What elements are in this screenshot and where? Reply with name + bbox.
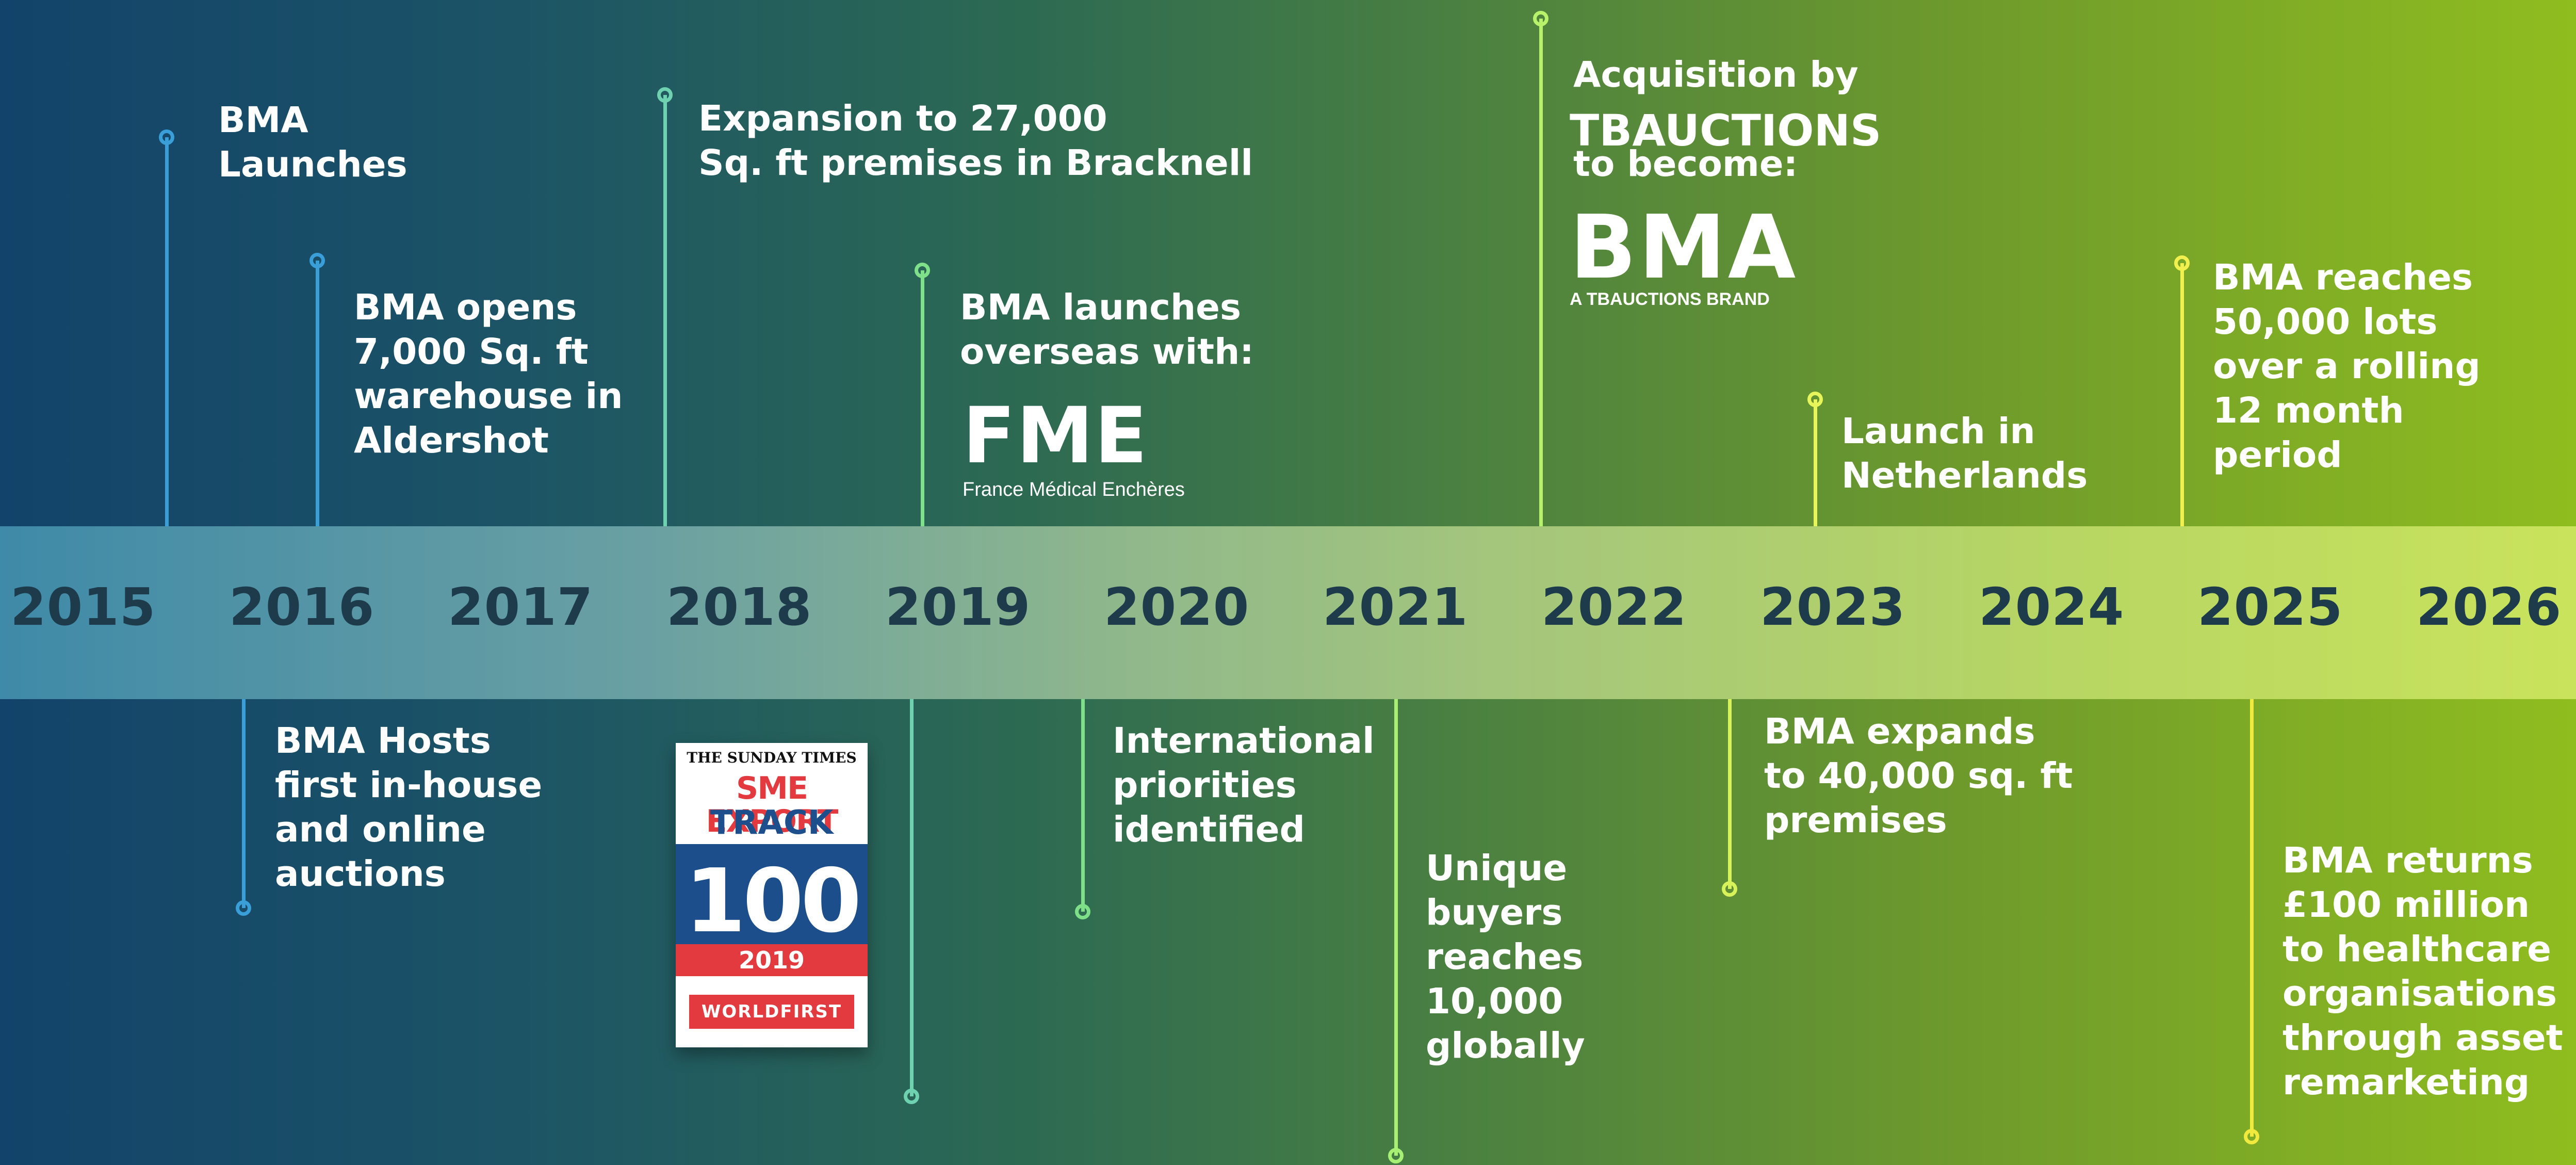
fme-logo: FME France Médical Enchères bbox=[963, 397, 1185, 501]
event-aldershot-marker bbox=[309, 253, 325, 268]
event-aldershot-label: BMA opens 7,000 Sq. ft warehouse in Alde… bbox=[354, 287, 623, 461]
year-2022: 2022 bbox=[1541, 577, 1687, 637]
event-buyers-marker bbox=[1388, 1148, 1404, 1163]
event-bracknell-marker bbox=[657, 87, 673, 103]
year-band bbox=[0, 526, 2576, 699]
event-hosts-label: BMA Hosts first in-house and online auct… bbox=[275, 720, 543, 895]
event-returns-stem bbox=[2250, 699, 2254, 1137]
award-number: 100 bbox=[684, 850, 862, 952]
event-buyers-label: Unique buyers reaches 10,000 globally bbox=[1426, 848, 1585, 1066]
event-aldershot-stem bbox=[316, 261, 319, 526]
event-launch-marker bbox=[159, 130, 174, 145]
event-acquisition-marker bbox=[1533, 11, 1548, 26]
sme-export-track-award-badge: THE SUNDAY TIMES SME EXPORT TRACK 100 20… bbox=[676, 743, 868, 1047]
event-expands-marker bbox=[1722, 881, 1737, 897]
year-2020: 2020 bbox=[1104, 577, 1250, 637]
year-2024: 2024 bbox=[1979, 577, 2125, 637]
year-2017: 2017 bbox=[448, 577, 594, 637]
event-hosts-marker bbox=[236, 900, 251, 916]
event-launch-label: BMA Launches bbox=[218, 100, 407, 185]
year-2018: 2018 bbox=[666, 577, 812, 637]
event-returns-label: BMA returns £100 million to healthcare o… bbox=[2282, 840, 2563, 1103]
year-2019: 2019 bbox=[885, 577, 1031, 637]
year-2021: 2021 bbox=[1323, 577, 1469, 637]
event-international-stem bbox=[1081, 699, 1085, 912]
event-overseas-label: BMA launches overseas with: bbox=[960, 287, 1254, 373]
event-expands-stem bbox=[1728, 699, 1732, 889]
award-sponsor: WORLDFIRST bbox=[689, 995, 854, 1029]
event-lots-marker bbox=[2174, 255, 2190, 271]
event-acquisition-stem bbox=[1539, 19, 1543, 526]
bma-logo-word: BMA bbox=[1570, 197, 1798, 299]
fme-logo-word: FME bbox=[963, 391, 1149, 481]
event-acquisition-label-continued: to become: bbox=[1573, 143, 1798, 185]
year-2025: 2025 bbox=[2197, 577, 2343, 637]
event-acquisition-label: Acquisition by bbox=[1573, 54, 1858, 95]
year-2023: 2023 bbox=[1760, 577, 1906, 637]
event-netherlands-label: Launch in Netherlands bbox=[1841, 411, 2088, 496]
year-2026: 2026 bbox=[2416, 577, 2562, 637]
year-2016: 2016 bbox=[229, 577, 375, 637]
event-lots-stem bbox=[2180, 263, 2184, 526]
fme-logo-subtitle: France Médical Enchères bbox=[963, 479, 1185, 500]
event-netherlands-stem bbox=[1814, 399, 1817, 526]
event-award-stem bbox=[910, 699, 914, 1096]
event-launch-stem bbox=[165, 137, 169, 526]
event-overseas-marker bbox=[915, 263, 930, 278]
event-buyers-stem bbox=[1394, 699, 1398, 1156]
event-lots-label: BMA reaches 50,000 lots over a rolling 1… bbox=[2213, 257, 2481, 476]
bma-logo-subtitle: A TBAUCTIONS BRAND bbox=[1570, 289, 1770, 309]
event-international-label: International priorities identified bbox=[1113, 720, 1375, 850]
award-title-line1: SME EXPORT bbox=[706, 770, 839, 839]
event-award-marker bbox=[904, 1089, 919, 1104]
year-2015: 2015 bbox=[10, 577, 156, 637]
event-netherlands-marker bbox=[1807, 392, 1823, 407]
event-international-marker bbox=[1075, 904, 1090, 919]
event-bracknell-label: Expansion to 27,000 Sq. ft premises in B… bbox=[698, 98, 1253, 184]
tbauctions-logo: TBAUCTIONS bbox=[1570, 105, 1882, 156]
award-year: 2019 bbox=[676, 944, 868, 976]
event-hosts-stem bbox=[242, 699, 246, 908]
event-returns-marker bbox=[2244, 1129, 2259, 1144]
award-publisher: THE SUNDAY TIMES bbox=[687, 749, 857, 766]
event-bracknell-stem bbox=[663, 95, 667, 526]
event-expands-label: BMA expands to 40,000 sq. ft premises bbox=[1764, 711, 2073, 841]
event-overseas-stem bbox=[921, 270, 924, 526]
bma-tbauctions-brand-logo: BMA A TBAUCTIONS BRAND bbox=[1570, 197, 1798, 310]
award-title-line2: TRACK bbox=[710, 804, 834, 842]
